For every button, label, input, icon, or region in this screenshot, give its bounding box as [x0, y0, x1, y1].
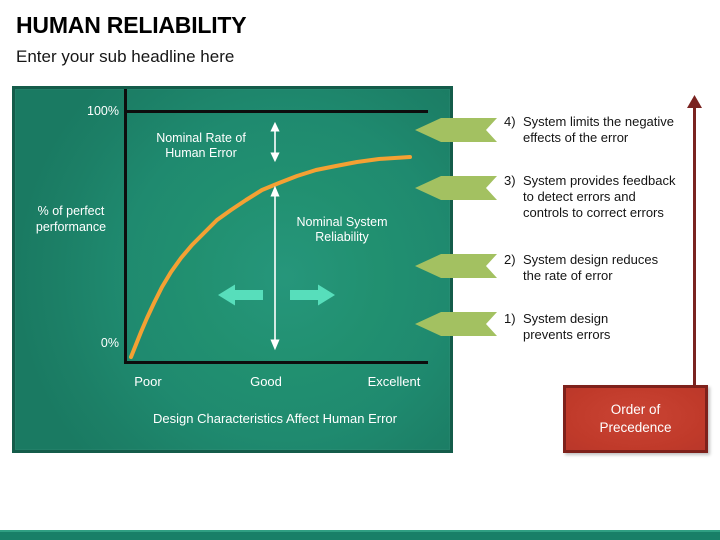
chart-canvas: [129, 121, 412, 359]
step-text: System provides feedback to detect error…: [523, 173, 676, 220]
x-tick-good: Good: [250, 374, 282, 389]
y-axis-max-label: 100%: [87, 104, 119, 118]
x-tick-poor: Poor: [134, 374, 162, 389]
teal-left-arrow-icon: [218, 284, 263, 306]
reliability-curve: [129, 155, 412, 359]
step-item-4: 4) System limits the negative effects of…: [504, 114, 674, 146]
y-axis-min-label: 0%: [100, 336, 119, 350]
chart-panel: 100% 0% % of perfect performance Nominal…: [12, 86, 453, 453]
step-item-1: 1) System design prevents errors: [504, 311, 610, 343]
page-title: HUMAN RELIABILITY: [16, 12, 247, 38]
step-number: 2): [504, 252, 516, 267]
nominal-reliability-label: Nominal System Reliability: [296, 215, 388, 244]
hundred-percent-line: [124, 110, 428, 113]
step-1-arrow-icon: [415, 312, 497, 336]
reliability-double-arrow-icon: [270, 185, 280, 351]
nominal-rate-label: Nominal Rate of Human Error: [156, 131, 246, 160]
precedence-arrow-line: [693, 108, 696, 385]
step-2-arrow-icon: [415, 254, 497, 278]
step-text: System design prevents errors: [523, 311, 611, 342]
step-number: 1): [504, 311, 516, 326]
y-axis-title: % of perfect performance: [35, 204, 107, 234]
step-number: 3): [504, 173, 516, 188]
x-axis-line: [124, 361, 428, 364]
chart-caption: Design Characteristics Affect Human Erro…: [153, 411, 397, 426]
y-axis-line: [124, 89, 127, 364]
step-number: 4): [504, 114, 516, 129]
step-item-2: 2) System design reduces the rate of err…: [504, 252, 658, 284]
step-3-arrow-icon: [415, 176, 497, 200]
page-subtitle: Enter your sub headline here: [16, 47, 235, 66]
precedence-arrow-head-icon: [687, 95, 702, 108]
teal-right-arrow-icon: [290, 284, 335, 306]
step-text: System limits the negative effects of th…: [523, 114, 675, 145]
step-item-3: 3) System provides feedback to detect er…: [504, 173, 675, 221]
step-4-arrow-icon: [415, 118, 497, 142]
footer-accent-bar: [0, 530, 720, 540]
rate-double-arrow-icon: [270, 121, 280, 163]
step-text: System design reduces the rate of error: [523, 252, 659, 283]
order-of-precedence-box: Order of Precedence: [563, 385, 708, 453]
x-tick-excellent: Excellent: [367, 374, 421, 389]
